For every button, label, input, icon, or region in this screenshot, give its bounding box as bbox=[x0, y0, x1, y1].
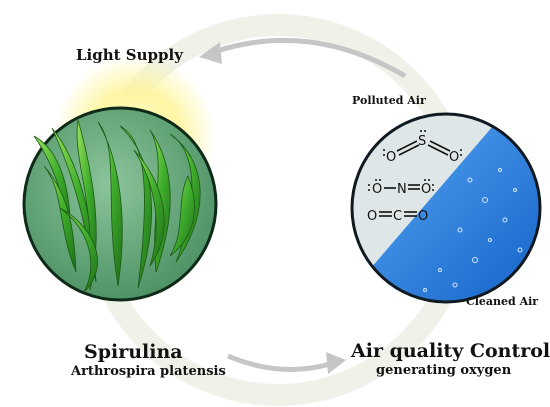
organism-species-label: Arthrospira platensis bbox=[71, 364, 226, 379]
polluted-air-label: Polluted Air bbox=[352, 94, 426, 107]
svg-text:S: S bbox=[418, 134, 426, 149]
generating-oxygen-label: generating oxygen bbox=[376, 363, 512, 378]
svg-text:O: O bbox=[386, 150, 396, 165]
bubbles-icon bbox=[423, 168, 523, 292]
light-supply-label: Light Supply bbox=[76, 46, 183, 64]
nitrogen-dioxide-molecule-icon: O N O bbox=[368, 179, 434, 197]
carbon-dioxide-molecule-icon: O C O bbox=[367, 209, 428, 224]
cleaned-water-side bbox=[352, 114, 540, 302]
spirulina-culture-disc bbox=[22, 55, 218, 302]
svg-text:O: O bbox=[418, 209, 428, 224]
svg-text:C: C bbox=[393, 209, 402, 224]
cleaned-air-label: Cleaned Air bbox=[466, 295, 539, 308]
organism-name-label: Spirulina bbox=[84, 341, 183, 363]
svg-text:N: N bbox=[397, 182, 407, 197]
spirulina-filaments-icon bbox=[33, 119, 201, 293]
air-quality-control-label: Air quality Control bbox=[351, 340, 550, 362]
sulfur-dioxide-molecule-icon: O S O bbox=[383, 130, 462, 165]
arrow-to-light-icon bbox=[199, 37, 407, 79]
air-filter-disc: O S O O N O O C O bbox=[350, 112, 542, 304]
arrow-to-air-quality-icon bbox=[227, 352, 346, 374]
svg-text:O: O bbox=[372, 182, 382, 197]
svg-text:O: O bbox=[421, 182, 431, 197]
svg-text:O: O bbox=[449, 150, 459, 165]
svg-text:O: O bbox=[367, 209, 377, 224]
